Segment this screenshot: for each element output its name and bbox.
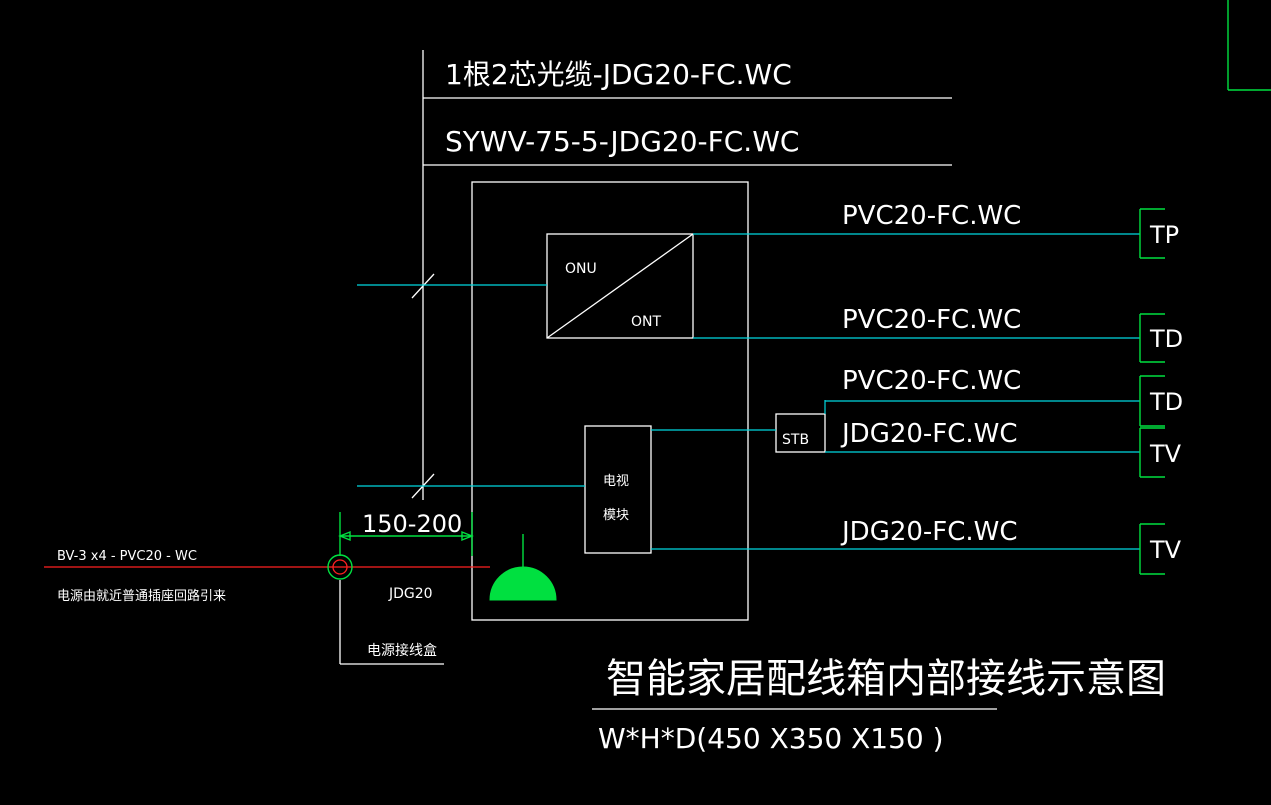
box-dimensions: W*H*D(450 X350 X150 )	[598, 722, 944, 755]
dimension-line	[338, 512, 474, 556]
corner-frame	[1227, 0, 1271, 91]
terminal-1-label: TP	[1149, 221, 1179, 249]
outlet-1-cable: PVC20-FC.WC	[842, 201, 1021, 231]
incoming-cable-leader	[411, 50, 952, 500]
diagram-title: 智能家居配线箱内部接线示意图	[606, 656, 1166, 702]
tv-module-label-1: 电视	[603, 474, 629, 489]
terminal-2-label: TD	[1149, 325, 1183, 353]
onu-label: ONU	[565, 261, 597, 277]
socket-icon	[489, 534, 557, 601]
coax-cable-label: SYWV-75-5-JDG20-FC.WC	[445, 125, 799, 158]
outlet-5-cable: JDG20-FC.WC	[840, 517, 1018, 547]
conduit-label: JDG20	[388, 586, 433, 602]
junction-box-symbol	[327, 554, 444, 665]
power-cable-label: BV-3 x4 - PVC20 - WC	[57, 549, 197, 564]
onu-device	[546, 233, 694, 339]
ont-label: ONT	[631, 314, 661, 330]
stb-box	[775, 413, 826, 453]
tv-module	[584, 425, 652, 554]
fiber-cable-label: 1根2芯光缆-JDG20-FC.WC	[445, 58, 792, 91]
power-note: 电源由就近普通插座回路引来	[57, 588, 226, 604]
terminal-4-label: TV	[1149, 440, 1182, 468]
junction-box-label: 电源接线盒	[367, 642, 437, 659]
tv-module-label-2: 模块	[603, 508, 629, 523]
terminal-brackets	[1139, 208, 1165, 575]
distribution-box	[471, 181, 749, 621]
outlet-2-cable: PVC20-FC.WC	[842, 305, 1021, 335]
dimension-label: 150-200	[362, 510, 462, 538]
stb-label: STB	[782, 432, 809, 448]
signal-lines	[357, 233, 1140, 550]
outlet-3-cable: PVC20-FC.WC	[842, 366, 1021, 396]
terminal-5-label: TV	[1149, 536, 1182, 564]
terminal-3-label: TD	[1149, 388, 1183, 416]
outlet-4-cable: JDG20-FC.WC	[840, 419, 1018, 449]
